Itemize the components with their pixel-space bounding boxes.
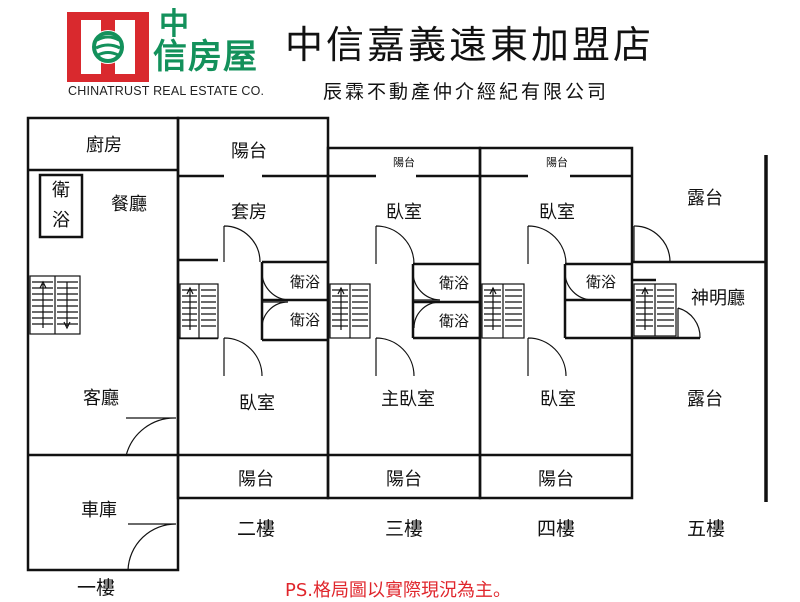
f3-bath2-label: 衛浴	[439, 312, 469, 330]
f1-stairs-icon	[29, 275, 81, 335]
brand-name-cn: 中 信房屋	[153, 7, 258, 77]
footnote: PS.格局圖以實際現況為主。	[285, 580, 512, 601]
f3-bedroom-label: 臥室	[386, 202, 422, 223]
f3-master-bedroom-label: 主臥室	[381, 389, 435, 410]
door-icon	[413, 301, 441, 329]
f2-bath1-label: 衛浴	[290, 273, 320, 291]
f4-floor-label: 四樓	[537, 518, 575, 540]
f3-floor-label: 三樓	[385, 518, 423, 540]
f2-balcony-bottom-label: 陽台	[238, 469, 274, 490]
globe-logo-icon	[67, 12, 149, 82]
brand-name-line1: 中	[159, 7, 189, 42]
f2-bedroom-label: 臥室	[239, 393, 275, 414]
door-icon	[375, 337, 415, 377]
stairs	[29, 275, 677, 339]
walls	[26, 116, 768, 572]
brand-name-line2: 信房屋	[153, 37, 258, 77]
door-icon	[127, 523, 177, 571]
door-icon	[375, 225, 415, 265]
f1-bath-label-b: 浴	[52, 210, 70, 231]
door-icon	[125, 417, 177, 457]
door-icon	[261, 271, 291, 301]
f5-shrine-room-label: 神明廳	[691, 288, 745, 309]
f2-balcony-top-label: 陽台	[231, 141, 267, 162]
f4-balcony-top-label: 陽台	[546, 155, 568, 169]
page-title: 中信嘉義遠東加盟店	[285, 23, 655, 67]
door-icon	[261, 301, 289, 329]
f3-balcony-bottom-label: 陽台	[386, 469, 422, 490]
f2-floor-label: 二樓	[237, 518, 275, 540]
door-icon	[412, 271, 441, 301]
door-icon	[564, 271, 593, 301]
f1-floor-label: 一樓	[77, 577, 115, 599]
f5-floor-label: 五樓	[687, 518, 725, 540]
company-name: 辰霖不動產仲介經紀有限公司	[323, 81, 610, 103]
f4-outline	[478, 146, 634, 500]
door-icon	[527, 225, 567, 265]
f5-terrace-bottom-label: 露台	[687, 389, 723, 410]
f1-bath-label-a: 衛	[52, 180, 70, 201]
f2-suite-label: 套房	[231, 202, 267, 223]
brand-name-en: CHINATRUST REAL ESTATE CO.	[68, 84, 265, 98]
f4-bath-label: 衛浴	[586, 273, 616, 291]
brand-logo-mark	[67, 12, 149, 82]
f1-bath-box	[38, 173, 84, 239]
f4-bedroom-top-label: 臥室	[539, 202, 575, 223]
f4-bedroom-bottom-label: 臥室	[540, 389, 576, 410]
door-icon	[527, 337, 567, 377]
f1-garage-label: 車庫	[81, 500, 117, 521]
door-icon	[677, 307, 701, 339]
door-icon	[633, 225, 671, 263]
f1-dining-label: 餐廳	[111, 194, 147, 215]
door-icon	[223, 337, 263, 377]
f5-stairs-icon	[633, 283, 677, 337]
doors	[125, 225, 701, 571]
f4-balcony-bottom-label: 陽台	[538, 469, 574, 490]
f1-kitchen-label: 廚房	[86, 134, 122, 156]
f4-stairs-icon	[481, 283, 525, 339]
door-icon	[223, 225, 261, 263]
f2-stairs-icon	[179, 283, 219, 339]
f2-bath2-label: 衛浴	[290, 311, 320, 329]
f3-bath1-label: 衛浴	[439, 274, 469, 292]
f5-terrace-top-label: 露台	[687, 188, 723, 209]
f3-stairs-icon	[329, 283, 371, 339]
f1-living-label: 客廳	[83, 388, 119, 409]
f3-balcony-top-label: 陽台	[393, 155, 415, 169]
